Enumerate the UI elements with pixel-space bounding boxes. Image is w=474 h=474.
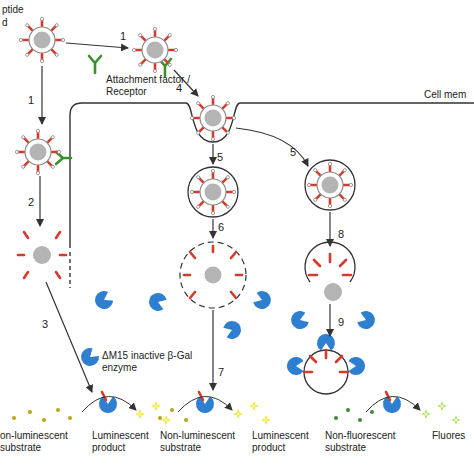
virus-particle — [307, 162, 352, 207]
step-number: 7 — [218, 366, 224, 378]
fusing-membrane — [69, 252, 70, 288]
endosome — [188, 167, 238, 217]
virus-core — [205, 267, 222, 284]
endosome — [305, 160, 355, 210]
partial-title: d — [2, 17, 22, 29]
process-arrows — [40, 43, 330, 392]
disrupted-endosome — [180, 242, 246, 308]
vesicle-remnant — [304, 350, 348, 394]
virus-core — [33, 246, 51, 264]
substrate-dots — [334, 408, 374, 422]
virus-particle — [19, 17, 64, 62]
step-number: 5 — [217, 151, 223, 163]
partial-title: ptide — [2, 4, 62, 16]
virus-particle — [15, 129, 60, 174]
virus-particle — [132, 27, 177, 72]
product-label: Fluores — [432, 430, 474, 442]
step-number: 6 — [218, 221, 224, 233]
step-number: 3 — [42, 318, 48, 330]
product-label: Luminescent product — [92, 430, 162, 454]
virus-core — [324, 283, 342, 301]
receptor-label: Attachment factor / Receptor — [106, 74, 206, 98]
step-number: 5 — [290, 146, 296, 158]
step-number: 1 — [28, 94, 34, 106]
membrane-label: Cell mem — [424, 89, 474, 101]
step-number: 2 — [28, 196, 34, 208]
step-number: 9 — [338, 316, 344, 328]
step-number: 4 — [176, 82, 182, 94]
step-number: 1 — [120, 30, 126, 42]
virus-particle — [190, 169, 235, 214]
step-number: 8 — [338, 228, 344, 240]
ruptured-vesicle — [305, 242, 355, 282]
cell-membrane — [70, 103, 474, 248]
virus-particle — [190, 95, 235, 140]
released-peptides — [184, 246, 242, 298]
substrate-label: on-luminescent substrate — [0, 430, 76, 454]
substrate-label: Non-luminescent substrate — [160, 430, 246, 454]
product-label: Luminescent product — [252, 430, 322, 454]
released-peptides — [18, 232, 66, 278]
enzyme-label: ΔM15 inactive β-Gal enzyme — [102, 350, 202, 374]
substrate-label: Non-fluorescent substrate — [325, 430, 417, 454]
